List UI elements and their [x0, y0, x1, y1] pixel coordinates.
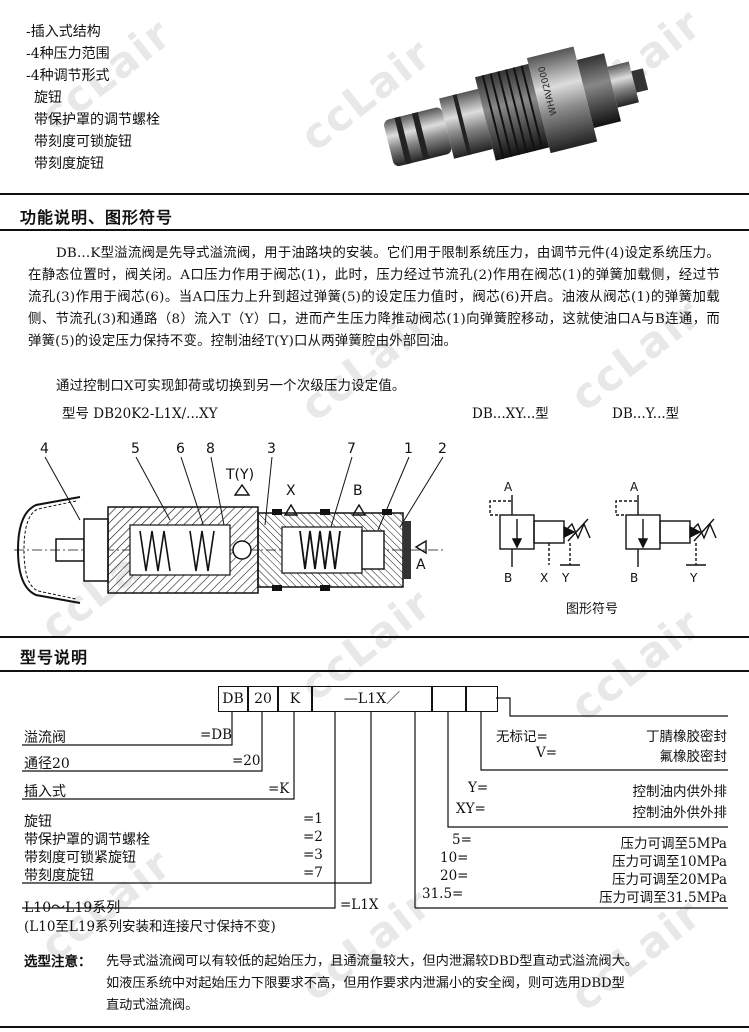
- code-box-pressure: [432, 686, 466, 712]
- option-note: (L10至L19系列安装和连接尺寸保持不变): [24, 919, 276, 935]
- description-paragraph: DB...K型溢流阀是先导式溢流阀，用于油路块的安装。它们用于限制系统压力，由调…: [28, 243, 720, 353]
- divider: [0, 193, 749, 195]
- code-box-oil: [466, 686, 498, 712]
- feature-item: 旋钮: [34, 90, 62, 106]
- option-code: =2: [303, 829, 323, 845]
- note-line: 直动式溢流阀。: [106, 998, 199, 1013]
- option-label: 带保护罩的调节螺栓: [24, 832, 150, 848]
- callout-2: 2: [438, 441, 447, 457]
- feature-item: -插入式结构: [26, 24, 101, 40]
- oil-desc: 控制油内供外排: [632, 784, 728, 800]
- oil-desc: 控制油外供外排: [632, 805, 728, 821]
- pressure-code: 5=: [452, 832, 472, 848]
- callout-3: 3: [267, 441, 276, 457]
- callout-6: 6: [176, 441, 185, 457]
- option-code: =7: [303, 865, 323, 881]
- pressure-code: 31.5=: [422, 886, 464, 902]
- callout-8: 8: [206, 441, 215, 457]
- type-xy-label: DB...XY...型: [472, 406, 549, 422]
- symbol-port-y: Y: [689, 571, 698, 585]
- description-paragraph-2: 通过控制口X可实现卸荷或切换到另一个次级压力设定值。: [28, 376, 720, 398]
- feature-item: 带保护罩的调节螺栓: [34, 112, 160, 128]
- divider: [0, 636, 749, 638]
- seal-desc: 丁腈橡胶密封: [646, 729, 727, 745]
- option-code: =3: [303, 847, 323, 863]
- description-text: DB...K型溢流阀是先导式溢流阀，用于油路块的安装。它们用于限制系统压力，由调…: [28, 246, 720, 349]
- option-label: 插入式: [24, 784, 66, 800]
- option-label: 旋钮: [24, 814, 52, 830]
- symbol-caption: 图形符号: [566, 601, 618, 617]
- code-box-k: K: [278, 686, 312, 712]
- feature-item: -4种压力范围: [26, 46, 110, 62]
- divider: [0, 670, 749, 672]
- symbol-port-a: A: [504, 480, 513, 494]
- option-code: =K: [268, 781, 290, 797]
- option-label: 带刻度可锁紧旋钮: [24, 850, 136, 866]
- callout-1: 1: [404, 441, 413, 457]
- feature-item: -4种调节形式: [26, 68, 110, 84]
- seal-code: 无标记=: [496, 729, 548, 745]
- pressure-desc: 压力可调至5MPa: [620, 836, 727, 852]
- pressure-desc: 压力可调至31.5MPa: [599, 890, 727, 906]
- symbol-port-a: A: [630, 480, 639, 494]
- divider: [0, 229, 749, 231]
- callout-4: 4: [40, 441, 49, 457]
- pressure-code: 20=: [440, 868, 469, 884]
- option-code: =DB: [200, 727, 233, 743]
- callout-5: 5: [131, 441, 140, 457]
- port-x-label: X: [286, 483, 296, 499]
- graphic-symbols: A B X Y A B Y 图形符号: [489, 480, 717, 617]
- pressure-desc: 压力可调至20MPa: [611, 872, 727, 888]
- symbol-port-x: X: [540, 571, 548, 585]
- option-code: =20: [232, 753, 261, 769]
- description-text: 通过控制口X可实现卸荷或切换到另一个次级压力设定值。: [56, 379, 406, 394]
- section-title-function: 功能说明、图形符号: [20, 208, 174, 227]
- seal-desc: 氟橡胶密封: [659, 749, 728, 765]
- pressure-code: 10=: [440, 850, 469, 866]
- option-code: =L1X: [340, 897, 379, 913]
- symbol-port-b: B: [504, 571, 512, 585]
- oil-code: XY=: [456, 801, 486, 817]
- type-y-label: DB...Y...型: [612, 406, 680, 422]
- divider: [0, 1026, 749, 1028]
- valve-cross-section: 4 5 6 8 3 7 1 2 T(Y) X B A: [14, 441, 447, 604]
- note-line: 先导式溢流阀可以有较低的起始压力，且通流量较大，但内泄漏较DBD型直动式溢流阀大…: [106, 954, 638, 969]
- code-box-db: DB: [218, 686, 248, 712]
- port-a-label: A: [416, 557, 426, 573]
- symbol-port-y: Y: [561, 571, 570, 585]
- feature-item: 带刻度可锁旋钮: [34, 134, 132, 150]
- port-b-label: B: [353, 483, 363, 499]
- seal-code: V=: [536, 745, 558, 761]
- oil-code: Y=: [468, 780, 489, 796]
- product-photo: WHAV2000: [384, 46, 649, 167]
- option-label: 溢流阀: [24, 730, 66, 746]
- note-line: 如液压系统中对起始压力下限要求不高，但用作要求内泄漏小的安全阀，则可选用DBD型: [106, 976, 625, 991]
- option-label: L10～L19系列: [24, 900, 121, 916]
- note-label: 选型注意：: [24, 954, 92, 970]
- section-title-model: 型号说明: [20, 648, 89, 667]
- model-label: 型号 DB20K2-L1X/...XY: [62, 406, 218, 422]
- pressure-desc: 压力可调至10MPa: [611, 854, 727, 870]
- callout-7: 7: [347, 441, 356, 457]
- code-box-20: 20: [248, 686, 278, 712]
- port-t-label: T(Y): [225, 467, 254, 483]
- option-label: 通径20: [24, 756, 70, 772]
- code-box-series: —L1X／: [312, 686, 432, 712]
- option-label: 带刻度旋钮: [24, 868, 94, 884]
- option-code: =1: [303, 811, 323, 827]
- symbol-port-b: B: [630, 571, 638, 585]
- feature-item: 带刻度旋钮: [34, 156, 104, 172]
